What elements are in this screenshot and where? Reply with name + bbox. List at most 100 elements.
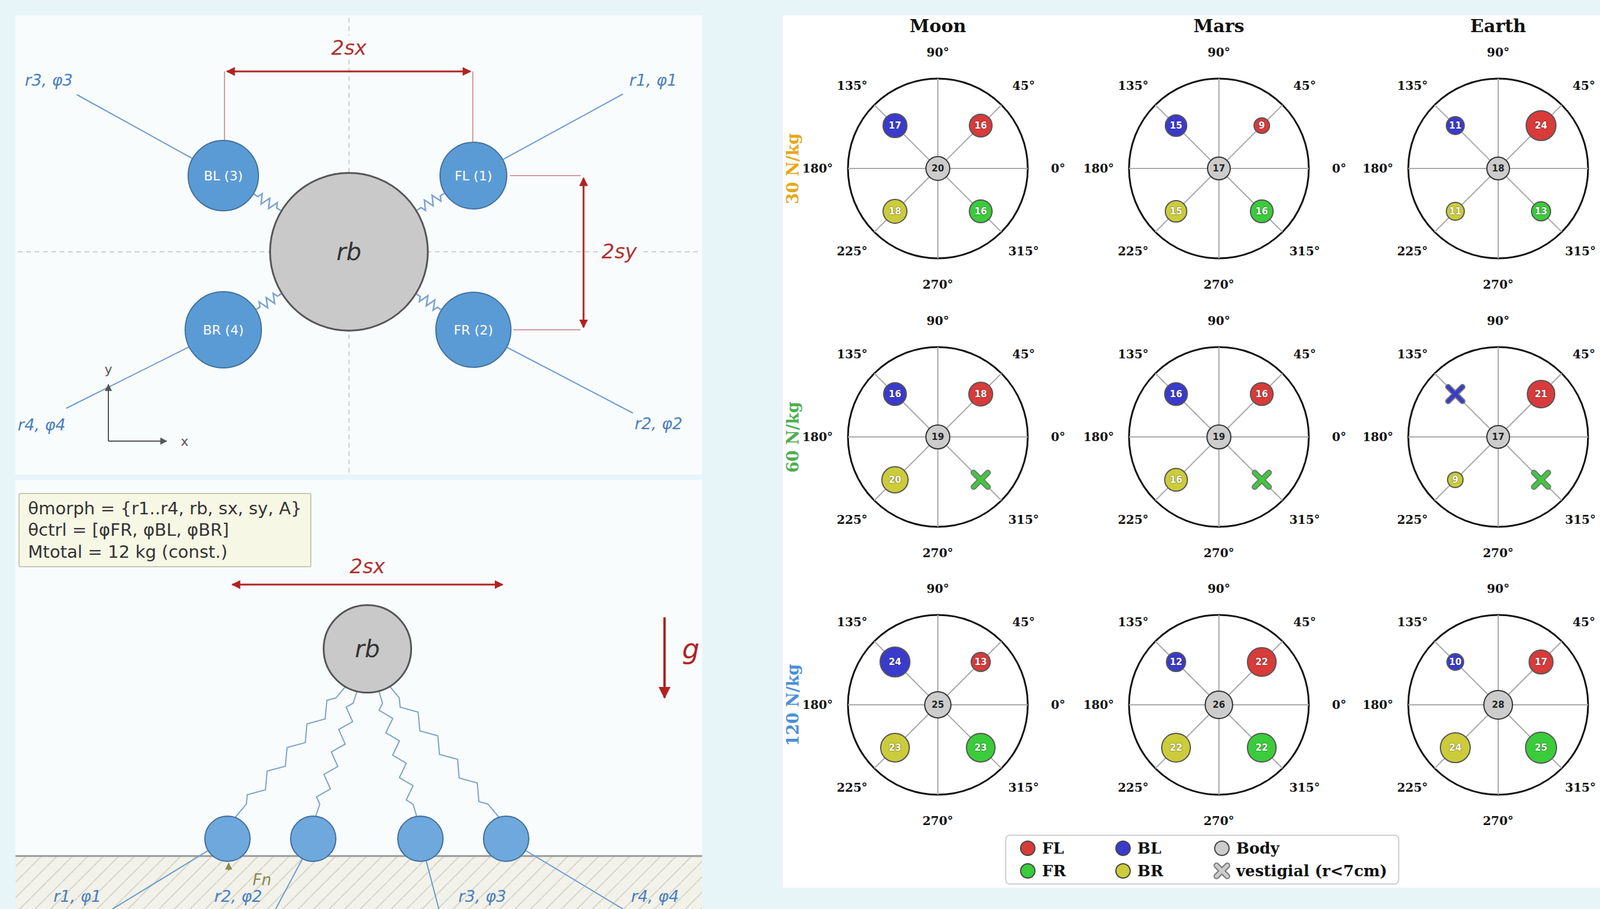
angle-label: 270° [1482, 813, 1514, 829]
node-label: 16 [889, 388, 902, 400]
legend-swatch [1115, 863, 1131, 879]
angle-label: 45° [1012, 347, 1035, 362]
node-label: BL (3) [203, 168, 243, 184]
node-label: 16 [974, 120, 988, 132]
angle-label: 270° [922, 546, 954, 561]
leg-marker: 16 [1164, 468, 1188, 492]
node-label: 26 [1212, 699, 1226, 711]
grid-line [1155, 373, 1283, 501]
angle-label: 0° [1050, 161, 1066, 176]
grid-line [1155, 641, 1283, 769]
node-label: 13 [1535, 206, 1548, 217]
node-label: rb [354, 635, 380, 663]
legend-symbol [1212, 862, 1231, 881]
angle-label: 180° [1083, 429, 1115, 445]
vestigial-mark [1533, 472, 1549, 488]
row-label: 30 N/kg [783, 132, 803, 204]
node-label: FR (2) [453, 322, 494, 338]
legend-text: FR [1042, 862, 1066, 881]
grid-line [1155, 104, 1283, 233]
vestigial-mark [1448, 387, 1463, 402]
angle-label: 315° [1289, 512, 1321, 527]
angle-label: 135° [1396, 347, 1428, 362]
leg-parameter: r4, φ4 [15, 415, 68, 435]
angle-label: 270° [1203, 277, 1235, 292]
vestigial-mark [1448, 387, 1463, 402]
leg-marker: 17 [882, 113, 907, 138]
leg-circle: FR (2) [435, 291, 512, 368]
node-label: 17 [889, 120, 902, 132]
node-label: 15 [1170, 120, 1183, 132]
column-title: Mars [1193, 15, 1244, 37]
force-label: Fn [252, 871, 271, 890]
grid-line [874, 641, 1002, 769]
panel [15, 479, 703, 909]
angle-label: 315° [1008, 244, 1040, 259]
spring [378, 690, 417, 817]
parameter-line: θctrl = [φFR, φBL, φBR] [27, 519, 302, 541]
angle-label: 0° [1332, 429, 1347, 445]
node-label: 10 [1449, 656, 1462, 668]
grid-line [1434, 373, 1562, 501]
spring [315, 690, 358, 817]
grid-line [1434, 104, 1562, 233]
angle-label: 315° [1289, 780, 1321, 795]
leg-marker: 16 [1249, 382, 1274, 407]
angle-label: 270° [922, 277, 954, 292]
leg-circle: BL (3) [187, 139, 260, 212]
vestigial-mark [973, 472, 988, 488]
legend-swatch [1020, 840, 1036, 857]
plot-circle [847, 347, 1028, 527]
node-label: 17 [1212, 163, 1226, 174]
leg-marker: 24 [1525, 110, 1557, 142]
node-label: 16 [974, 206, 988, 217]
angle-label: 45° [1293, 78, 1316, 93]
node-label: BR (4) [203, 322, 245, 338]
grid-line [1434, 373, 1562, 501]
angle-label: 225° [1117, 512, 1149, 527]
angle-label: 0° [1332, 161, 1347, 176]
angle-label: 135° [836, 615, 868, 630]
parameter-line: θmorph = {r1..r4, rb, sx, sy, A} [27, 497, 302, 520]
node-label: 11 [1449, 120, 1462, 132]
angle-label: 180° [1362, 161, 1394, 176]
spring-connector [256, 293, 282, 310]
spring [235, 684, 348, 818]
gravity-label: g [679, 632, 702, 666]
leg-marker: 16 [968, 199, 993, 224]
angle-label: 225° [1117, 780, 1149, 795]
angle-label: 315° [1564, 512, 1596, 527]
dimension-label: 2sx [328, 35, 369, 60]
angle-label: 0° [1332, 697, 1347, 713]
angle-label: 225° [1117, 244, 1149, 259]
plot-circle [1128, 78, 1309, 259]
node-label: 25 [1535, 742, 1548, 754]
leg-marker: 20 [881, 466, 909, 494]
node-label: 11 [1449, 206, 1462, 217]
body-marker: 19 [925, 424, 950, 449]
body-marker: 28 [1483, 690, 1513, 720]
leg-marker: 11 [1445, 116, 1465, 136]
angle-label: 225° [836, 512, 868, 527]
vestigial-mark [1216, 865, 1228, 877]
grid-line [874, 641, 1002, 769]
grid-line [874, 373, 1002, 501]
grid-line [1434, 641, 1562, 769]
angle-label: 45° [1012, 615, 1035, 630]
column-title: Earth [1470, 15, 1527, 37]
node-label: 17 [1492, 431, 1505, 443]
angle-label: 90° [926, 581, 950, 597]
leg-marker: 22 [1246, 733, 1277, 763]
body-circle: rb [269, 172, 429, 332]
legend-text: BL [1137, 839, 1162, 858]
node-label: 22 [1255, 742, 1269, 754]
plot-circle [1128, 615, 1309, 795]
angle-label: 135° [836, 347, 868, 362]
plot-circle [1408, 347, 1589, 527]
grid-line [1155, 373, 1283, 501]
angle-label: 315° [1564, 244, 1596, 259]
leg-marker: 24 [1439, 732, 1471, 764]
leg-marker: 11 [1445, 201, 1465, 221]
plot-circle [1408, 615, 1589, 795]
leg-circle: BR (4) [184, 291, 263, 369]
